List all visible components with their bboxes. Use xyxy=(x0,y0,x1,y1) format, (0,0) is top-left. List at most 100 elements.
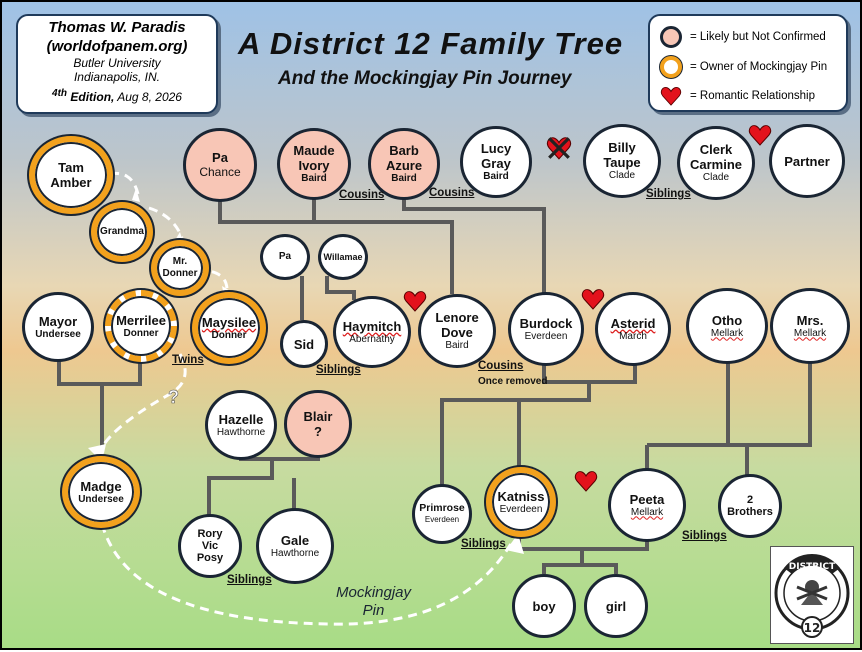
label-cousins: Cousins xyxy=(339,189,385,201)
node-subname: Everdeen xyxy=(524,330,568,342)
node-pa-chance: Pa Chance xyxy=(183,128,257,202)
node-subname: Undersee xyxy=(35,328,81,340)
label-siblings: Siblings xyxy=(227,574,272,586)
label-cousins: Cousins xyxy=(429,187,475,199)
heart-icon xyxy=(403,291,427,312)
node-hazelle-hawthorne: Hazelle Hawthorne xyxy=(205,390,277,460)
node-grandma: Grandma xyxy=(91,202,153,262)
author-city: Indianapolis, IN. xyxy=(73,70,161,84)
node-subname: Everdeen xyxy=(499,503,543,515)
legend-item-romance: = Romantic Relationship xyxy=(660,86,815,106)
edition-number: 4th xyxy=(52,88,68,99)
node-name: Billy xyxy=(608,140,636,155)
node-burdock-everdeen: Burdock Everdeen xyxy=(508,292,584,366)
node-name: Pa xyxy=(278,251,292,262)
node-name: Dove xyxy=(441,325,473,340)
node-name: Carmine xyxy=(689,157,743,172)
label-siblings: Siblings xyxy=(646,188,691,200)
page-title: A District 12 Family Tree xyxy=(238,26,624,61)
node-madge-undersee: Madge Undersee xyxy=(62,456,140,528)
legend-label: = Likely but Not Confirmed xyxy=(690,31,826,43)
node-name: ? xyxy=(314,424,322,439)
node-mrs-mellark: Mrs. Mellark xyxy=(770,288,850,364)
edition-line: 4th Edition, Aug 8, 2026 xyxy=(18,86,216,105)
node-name: girl xyxy=(605,598,627,614)
node-name: 2 xyxy=(746,494,754,506)
pink-circle-icon xyxy=(660,26,682,48)
legend-item-likely: = Likely but Not Confirmed xyxy=(660,26,826,48)
node-subname: Donner xyxy=(211,329,247,341)
node-katniss-everdeen: Katniss Everdeen xyxy=(486,467,556,537)
node-name: Partner xyxy=(784,153,830,169)
node-subname: Baird xyxy=(391,173,417,184)
gold-ring-icon xyxy=(660,56,682,78)
node-subname: Chance xyxy=(199,165,241,179)
node-subname: Clade xyxy=(702,172,730,183)
node-name: Barb xyxy=(389,143,419,158)
node-name: Grandma xyxy=(100,226,144,237)
logo-number: 12 xyxy=(804,621,821,635)
node-name: Tam xyxy=(58,160,84,175)
node-name: Posy xyxy=(196,552,224,564)
node-mr-donner: Mr. Donner xyxy=(151,240,209,296)
node-subname: Mellark xyxy=(793,327,827,339)
edition-word: Edition, xyxy=(70,90,115,104)
node-primrose-everdeen: Primrose Everdeen xyxy=(412,484,472,544)
edition-date: Aug 8, 2026 xyxy=(117,90,182,104)
node-subname: Mellark xyxy=(630,506,664,518)
node-mayor-undersee: Mayor Undersee xyxy=(22,292,94,362)
node-barb-azure-baird: Barb Azure Baird xyxy=(368,128,440,200)
node-subname: Mellark xyxy=(710,327,744,339)
district-seal-icon: DISTRICT 12 xyxy=(774,554,850,638)
label-siblings: Siblings xyxy=(461,538,506,550)
node-subname: Baird xyxy=(301,173,327,184)
node-willamae: Willamae xyxy=(318,234,368,280)
author-website: (worldofpanem.org) xyxy=(46,38,188,55)
node-subname: Hawthorne xyxy=(270,547,320,559)
node-subname: Clade xyxy=(608,170,636,181)
node-name: Mrs. xyxy=(796,312,824,328)
legend-item-pin-owner: = Owner of Mockingjay Pin xyxy=(660,56,827,78)
node-name: Maude xyxy=(293,143,335,158)
node-rory-vic-posy: Rory Vic Posy xyxy=(178,514,242,578)
node-name: Donner xyxy=(162,268,198,279)
node-peeta-mellark: Peeta Mellark xyxy=(608,468,686,542)
node-name: Lucy xyxy=(480,141,512,156)
node-name: Taupe xyxy=(603,155,641,170)
node-name: Hazelle xyxy=(218,411,264,427)
node-pa: Pa xyxy=(260,234,310,280)
label-cousins-once-removed: Cousins xyxy=(478,360,524,372)
author-name: Thomas W. Paradis xyxy=(48,19,186,36)
heart-icon xyxy=(574,471,598,492)
node-sid: Sid xyxy=(280,320,328,368)
node-merrilee-donner: Merrilee Donner xyxy=(105,290,177,362)
node-name: Merrilee xyxy=(116,312,166,328)
node-name: Haymitch xyxy=(342,318,402,334)
node-subname: Undersee xyxy=(78,493,124,505)
node-lucy-gray-baird: Lucy Gray Baird xyxy=(460,126,532,198)
logo-word: DISTRICT xyxy=(789,562,836,572)
node-name: Maysilee xyxy=(201,314,257,330)
legend-label: = Romantic Relationship xyxy=(690,90,815,102)
heart-icon xyxy=(660,87,682,106)
node-name: Sid xyxy=(293,336,315,352)
node-name: Otho xyxy=(711,312,743,328)
node-subname: Abernathy xyxy=(349,333,395,345)
node-name: Rory xyxy=(197,528,223,540)
node-clerk-carmine-clade: Clerk Carmine Clade xyxy=(677,126,755,200)
author-box: Thomas W. Paradis (worldofpanem.org) But… xyxy=(16,14,218,114)
node-2-brothers: 2 Brothers xyxy=(718,474,782,538)
heart-icon xyxy=(748,125,772,146)
broken-heart-icon xyxy=(546,137,572,160)
node-name: Primrose xyxy=(419,502,465,514)
node-name: Pa xyxy=(212,150,228,165)
node-tam-amber: Tam Amber xyxy=(29,136,113,214)
node-maysilee-donner: Maysilee Donner xyxy=(192,292,266,364)
node-name: Asterid xyxy=(610,315,656,331)
label-siblings: Siblings xyxy=(316,364,361,376)
node-asterid-march: Asterid March xyxy=(595,292,671,366)
node-otho-mellark: Otho Mellark xyxy=(686,288,768,364)
node-name: Clerk xyxy=(699,142,733,157)
